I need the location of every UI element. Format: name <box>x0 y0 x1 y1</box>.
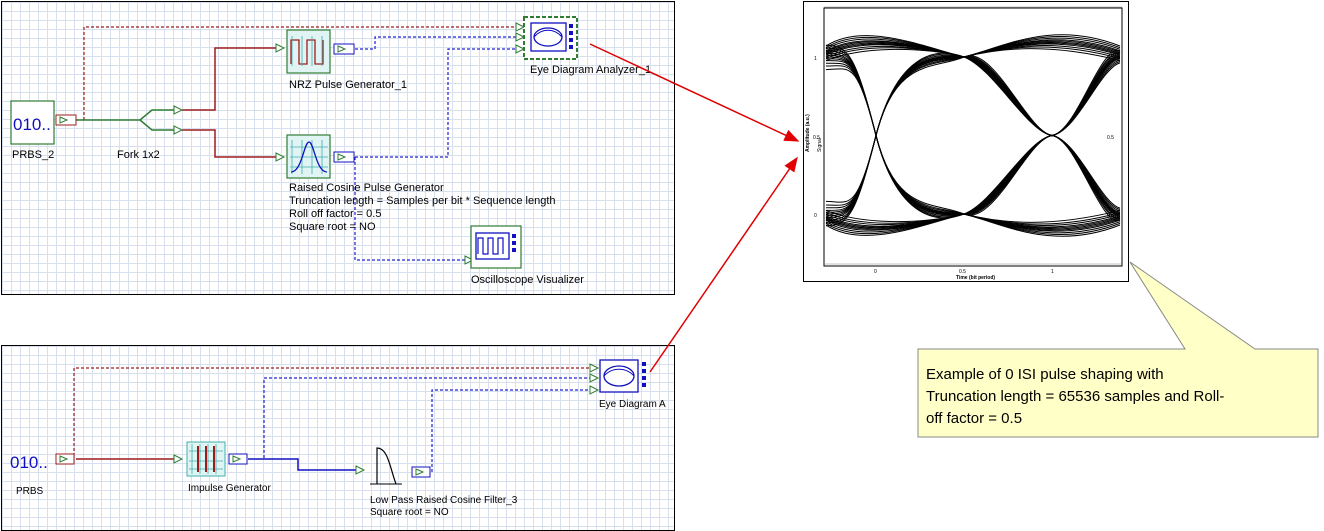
fork-label: Fork 1x2 <box>117 149 160 161</box>
prbs-2-label: PRBS_2 <box>12 149 54 161</box>
oscilloscope-icon <box>477 237 504 255</box>
x-tick-0: 0 <box>874 269 877 275</box>
y-tick-0: 0 <box>814 213 817 219</box>
dashed-link-filter-to-eye[interactable] <box>431 389 596 472</box>
eye-diagram-analyzer-component[interactable] <box>599 359 646 393</box>
nrz-waveform-icon <box>290 36 324 66</box>
raised-cosine-icon <box>290 141 328 173</box>
rc-param-truncation: Truncation length = Samples per bit * Se… <box>289 195 556 207</box>
dashed-link-prbs-to-eye[interactable] <box>73 367 596 456</box>
eye-diagram-analyzer-1-component[interactable] <box>523 16 578 60</box>
impulse-port-arrow <box>232 455 242 463</box>
arrowhead-eye-in1 <box>515 22 526 32</box>
lpf-label: Low Pass Raised Cosine Filter_3 <box>370 495 518 506</box>
prbs-2-port-arrow <box>59 116 69 124</box>
rc-param-rolloff: Roll off factor = 0.5 <box>289 208 381 220</box>
y-tick-right-1: 1 <box>1107 56 1110 62</box>
arrowhead-fork-out1 <box>173 105 184 115</box>
link-fork-to-rc[interactable] <box>182 129 280 158</box>
eye-analyzer-label: Eye Diagram A <box>599 399 666 410</box>
y-axis-label: Amplitude (a.u.) <box>805 114 811 152</box>
prbs-label: PRBS <box>16 486 44 497</box>
impulse-label: Impulse Generator <box>188 483 271 494</box>
prbs-2-component[interactable]: 010.. <box>10 100 77 145</box>
eye-diagram-plot: Amplitude (a.u.) Signal Time (bit period… <box>803 1 1129 282</box>
link-fork-to-nrz[interactable] <box>182 47 280 111</box>
eye-diagram-svg: Amplitude (a.u.) Signal Time (bit period… <box>805 6 1123 281</box>
y-tick-right-05: 0.5 <box>1107 135 1114 141</box>
eye-traces <box>825 34 1121 237</box>
nrz-port-arrow <box>337 45 347 53</box>
arrow-bottom-to-eye-plot <box>649 156 798 373</box>
arrowhead-eye-in1 <box>589 363 600 373</box>
x-axis-label: Time (bit period) <box>956 275 995 281</box>
lowpass-filter-icon <box>376 447 397 485</box>
arrowhead-rc-in <box>275 152 286 162</box>
callout-box: Example of 0 ISI pulse shaping with Trun… <box>917 261 1319 438</box>
oscilloscope-label: Oscilloscope Visualizer <box>471 274 584 286</box>
arrowhead-eye-in2 <box>515 32 526 42</box>
rc-param-sqrt: Square root = NO <box>289 221 376 233</box>
arrowhead-osc-in <box>464 255 475 265</box>
arrow-top-to-eye-plot <box>589 43 800 142</box>
dashed-link-rc-to-eye[interactable] <box>355 48 522 158</box>
x-tick-05: 0.5 <box>959 269 966 275</box>
dashed-link-impulse-to-eye[interactable] <box>263 377 596 458</box>
oscilloscope-visualizer-component[interactable] <box>470 225 522 269</box>
top-schematic-canvas: 010.. PRBS_2 Fork 1x2 NRZ Pulse Generato… <box>10 16 651 286</box>
y-tick-1: 1 <box>814 56 817 62</box>
prbs-component[interactable]: 010.. <box>10 453 75 472</box>
bottom-schematic-panel: 010.. PRBS Impulse Generator Low Pass Ra… <box>1 345 675 531</box>
rc-port-arrow <box>337 153 347 161</box>
prbs-2-icon: 010.. <box>13 115 51 134</box>
rc-label: Raised Cosine Pulse Generator <box>289 182 444 194</box>
eye-trace <box>825 213 1121 237</box>
eye-analyzer-1-label: Eye Diagram Analyzer_1 <box>530 64 651 76</box>
fork-body[interactable] <box>122 109 177 131</box>
filter-port-arrow <box>415 468 425 476</box>
y-axis-label-right: Signal <box>817 138 823 152</box>
dashed-link-prbs-to-eye[interactable] <box>83 26 522 120</box>
link-impulse-to-filter[interactable] <box>248 458 362 471</box>
arrowhead-eye-in2 <box>589 373 600 383</box>
top-schematic-panel: 010.. PRBS_2 Fork 1x2 NRZ Pulse Generato… <box>1 1 675 295</box>
x-tick-1: 1 <box>1051 269 1054 275</box>
impulse-generator-component[interactable] <box>186 441 248 477</box>
arrowhead-eye-in3 <box>589 385 600 395</box>
nrz-label: NRZ Pulse Generator_1 <box>289 79 407 91</box>
eye-trace <box>825 44 965 219</box>
y-tick-05: 0.5 <box>813 135 820 141</box>
lowpass-raised-cosine-filter-component[interactable] <box>370 447 431 485</box>
bottom-schematic-canvas: 010.. PRBS Impulse Generator Low Pass Ra… <box>10 359 666 518</box>
eye-trace <box>963 62 1121 215</box>
arrowhead-nrz-in <box>275 43 286 53</box>
prbs-icon: 010.. <box>10 453 48 472</box>
dashed-link-rc-to-oscilloscope[interactable] <box>354 157 472 261</box>
arrowhead-impulse-in <box>173 454 184 464</box>
impulse-icon <box>197 446 215 472</box>
eye-trace <box>825 34 1121 58</box>
lpf-param-sqrt: Square root = NO <box>370 507 449 518</box>
raised-cosine-pulse-generator-component[interactable] <box>286 134 355 179</box>
y-tick-right-0: 0 <box>1107 213 1110 219</box>
arrowhead-filter-in <box>355 465 366 475</box>
callout-line-3: off factor = 0.5 <box>926 410 1022 427</box>
nrz-pulse-generator-component[interactable] <box>286 29 355 74</box>
arrowhead-fork-out2 <box>173 125 184 135</box>
prbs-port-arrow <box>59 455 69 463</box>
dashed-link-nrz-to-eye[interactable] <box>355 36 522 50</box>
arrowhead-eye-in3 <box>515 44 526 54</box>
callout-line-1: Example of 0 ISI pulse shaping with <box>926 366 1164 383</box>
callout-line-2: Truncation length = 65536 samples and Ro… <box>926 388 1224 405</box>
